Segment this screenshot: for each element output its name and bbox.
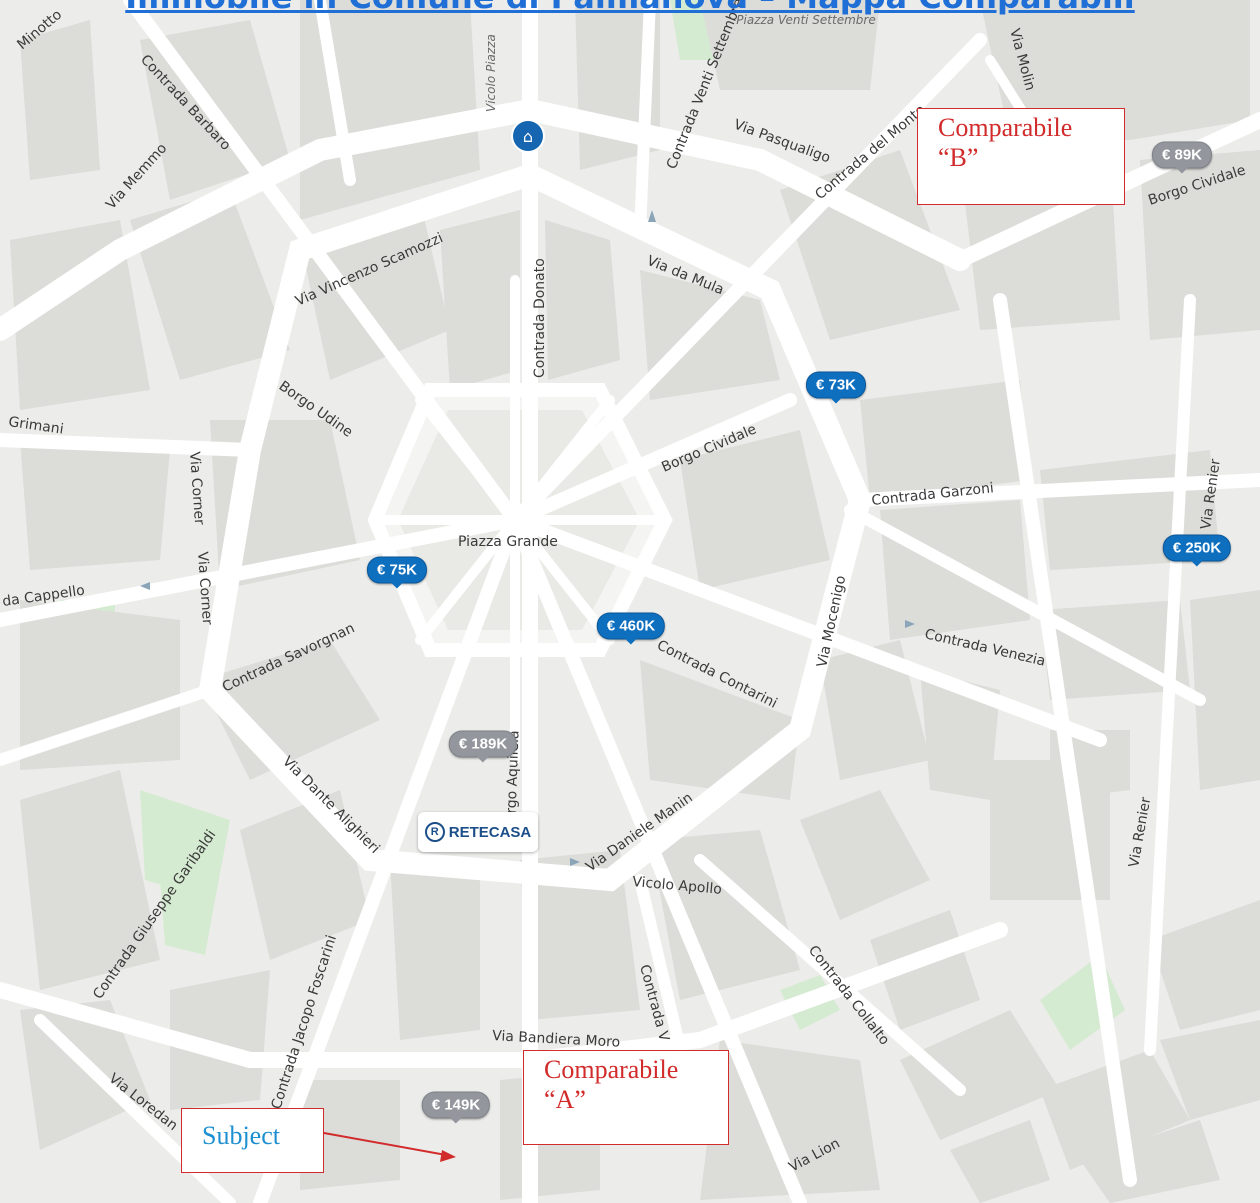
price-marker-460k[interactable]: € 460K	[596, 612, 666, 645]
arrow-venti-icon	[648, 210, 656, 222]
street-via-corner-2: Via Corner	[194, 551, 215, 625]
home-icon[interactable]: ⌂	[513, 121, 543, 151]
city-blocks	[10, 0, 1260, 1203]
street-donato: Contrada Donato	[532, 258, 548, 378]
page-title: Immobile in Comune di Palmanova – Mappa …	[0, 0, 1260, 14]
square-piazza-grande: Piazza Grande	[458, 534, 558, 550]
callout-comparabile-b: Comparabile “B”	[917, 108, 1125, 205]
street-vicolo-piazza: Vicolo Piazza	[484, 34, 498, 112]
street-bandiera-moro: Via Bandiera Moro	[492, 1028, 621, 1051]
price-marker-189k[interactable]: € 189K	[448, 730, 518, 763]
retecasa-logo-icon: R RETECASA	[418, 812, 538, 852]
one-way-arrows	[140, 210, 915, 866]
callout-a-line2: “A”	[544, 1085, 586, 1114]
callout-subject: Subject	[181, 1108, 324, 1173]
street-grimani: Grimani	[7, 414, 64, 438]
arrow-manin-icon	[570, 858, 580, 866]
callout-a-line1: Comparabile	[544, 1055, 679, 1084]
retecasa-ring: R	[424, 822, 445, 842]
callout-b-line1: Comparabile	[938, 113, 1073, 142]
street-vicolo-apollo: Vicolo Apollo	[632, 874, 723, 898]
callout-b-line2: “B”	[938, 143, 979, 172]
park-venti-settembre-label: Piazza Venti Settembre	[736, 13, 875, 27]
retecasa-brand: RETECASA	[448, 823, 532, 841]
price-marker-149k[interactable]: € 149K	[421, 1091, 491, 1124]
price-marker-89k[interactable]: € 89K	[1151, 141, 1213, 174]
park-garibaldi-1	[140, 790, 230, 900]
price-marker-250k[interactable]: € 250K	[1162, 534, 1232, 567]
street-via-corner: Via Corner	[186, 451, 207, 525]
arrow-cappello-icon	[140, 582, 150, 590]
price-marker-73k[interactable]: € 73K	[805, 371, 867, 404]
subject-arrow	[323, 1132, 456, 1162]
arrow-venezia-icon	[905, 620, 915, 628]
callout-comparabile-a: Comparabile “A”	[523, 1050, 729, 1145]
price-marker-75k[interactable]: € 75K	[366, 556, 428, 589]
park-garibaldi-2	[160, 880, 215, 955]
